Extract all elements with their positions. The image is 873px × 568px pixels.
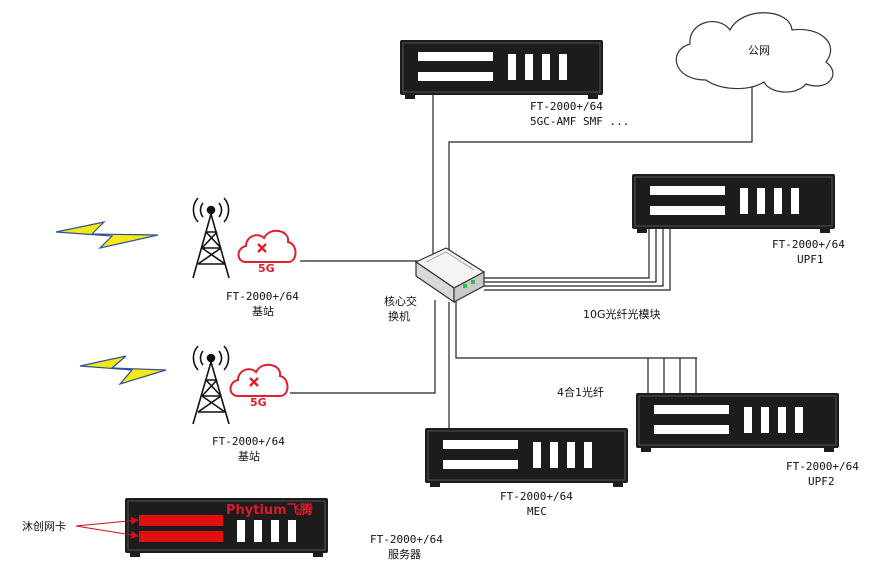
- amf-label-model: FT-2000+/64: [530, 100, 603, 113]
- upf1-label-role: UPF1: [797, 253, 824, 266]
- phytium-brand-logo: Phytium飞腾: [226, 502, 314, 518]
- link-switch-upf2: [455, 300, 697, 359]
- nic-annotation: 沐创网卡: [22, 516, 139, 539]
- nic-card-2: [139, 531, 223, 542]
- mec-label-role: MEC: [527, 505, 547, 518]
- fiber-bundle-upf2: [647, 358, 697, 393]
- mec-label-model: FT-2000+/64: [500, 490, 573, 503]
- 5g-cloud-icon: 5G: [237, 229, 297, 275]
- rack-server-icon: [636, 393, 839, 452]
- link-switch-cloud: [448, 82, 753, 258]
- fiber-bundle-upf1: [484, 229, 671, 291]
- rack-server-icon: [400, 40, 603, 99]
- cloud-label: 公网: [748, 44, 770, 57]
- rack-server-icon: [632, 174, 835, 233]
- upf1-label-model: FT-2000+/64: [772, 238, 845, 251]
- radio-tower-icon: [192, 345, 230, 425]
- cloud-icon: 公网: [675, 12, 834, 93]
- server-label-role: 服务器: [388, 548, 421, 561]
- 5g-badge: 5G: [250, 396, 267, 409]
- lightning-bolt-icon: [79, 355, 167, 386]
- nic-label: 沐创网卡: [22, 520, 66, 533]
- lightning-bolt-icon: [55, 221, 159, 250]
- link-bs2-switch: [290, 300, 436, 394]
- bs1-label-role: 基站: [252, 304, 274, 318]
- server-label-model: FT-2000+/64: [370, 533, 443, 546]
- network-switch-icon: [414, 247, 486, 304]
- fiber-module-label: 10G光纤光模块: [583, 307, 661, 321]
- rack-server-icon: [125, 498, 328, 557]
- rack-server-icon: [425, 428, 628, 487]
- switch-label-line1: 核心交: [384, 294, 417, 308]
- radio-tower-icon: [192, 197, 230, 279]
- bs2-label-role: 基站: [238, 449, 260, 463]
- upf2-label-role: UPF2: [808, 475, 835, 488]
- bs1-label-model: FT-2000+/64: [226, 290, 299, 303]
- bs2-label-model: FT-2000+/64: [212, 435, 285, 448]
- 5g-cloud-icon: 5G: [229, 363, 289, 409]
- upf2-label-model: FT-2000+/64: [786, 460, 859, 473]
- connections: [290, 82, 753, 428]
- fiber-merge-label: 4合1光纤: [557, 385, 604, 399]
- amf-label-role: 5GC-AMF SMF ...: [530, 115, 629, 128]
- 5g-badge: 5G: [258, 262, 275, 275]
- switch-label-line2: 换机: [388, 309, 410, 323]
- nic-card-1: [139, 515, 223, 526]
